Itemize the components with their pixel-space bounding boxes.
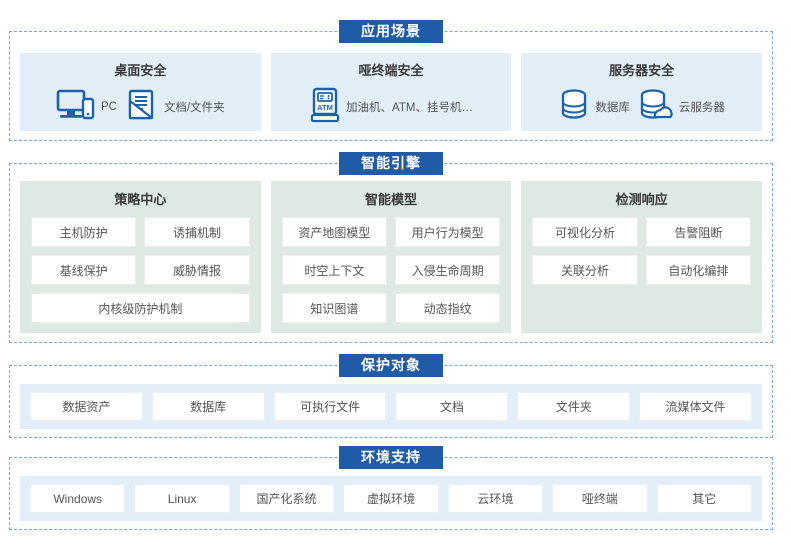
engine-column-title: 检测响应: [615, 192, 668, 207]
engine-chip[interactable]: 主机防护: [31, 217, 137, 247]
section-application-scenarios: 应用场景 桌面安全: [9, 20, 773, 141]
protected-object-chip-row: 数据资产 数据库 可执行文件 文档 文件夹 流媒体文件: [20, 384, 762, 429]
scenario-card-title: 哑终端安全: [358, 63, 424, 78]
section-banner-intelligent-engine: 智能引擎: [339, 152, 443, 175]
environment-chip-row: Windows Linux 国产化系统 虚拟环境 云环境 哑终端 其它: [20, 476, 762, 521]
scenario-item-list: ATM 加油机、ATM、挂号机…: [271, 83, 512, 131]
engine-chip[interactable]: 告警阻断: [645, 217, 751, 247]
section-banner-environment-support: 环境支持: [339, 446, 443, 469]
scenario-item-list: PC 文档/文件: [20, 83, 261, 131]
scenario-card-title: 服务器安全: [609, 63, 675, 78]
scenario-card-desktop-security[interactable]: 桌面安全 PC: [20, 53, 261, 131]
scenario-item-pc[interactable]: PC: [56, 88, 117, 127]
scenario-item-label: 加油机、ATM、挂号机…: [346, 102, 473, 114]
environment-chip[interactable]: 其它: [656, 484, 752, 513]
engine-chip-grid: 可视化分析 告警阻断 关联分析 自动化编排: [532, 217, 751, 285]
database-icon: [558, 88, 590, 127]
scenario-item-label: PC: [100, 101, 117, 113]
scenario-card-row: 桌面安全 PC: [20, 53, 763, 131]
engine-chip[interactable]: 动态指纹: [395, 293, 501, 323]
document-folder-icon: [125, 88, 159, 127]
scenario-item-atm[interactable]: ATM 加油机、ATM、挂号机…: [309, 87, 473, 128]
atm-kiosk-icon: ATM: [309, 87, 341, 128]
scenario-item-cloud-server[interactable]: 云服务器: [638, 88, 725, 127]
environment-chip[interactable]: 哑终端: [552, 484, 648, 513]
environment-chip[interactable]: 云环境: [447, 484, 544, 513]
environment-chip[interactable]: 国产化系统: [238, 484, 335, 513]
engine-chip[interactable]: 知识图谱: [281, 293, 387, 323]
scenario-card-dumb-terminal-security[interactable]: 哑终端安全 ATM: [270, 53, 512, 131]
engine-chip[interactable]: 内核级防护机制: [31, 293, 250, 323]
engine-column-detection-response: 检测响应 可视化分析 告警阻断 关联分析 自动化编排: [521, 181, 763, 333]
scenario-card-server-security[interactable]: 服务器安全 数据库: [521, 53, 763, 131]
protected-object-chip[interactable]: 文件夹: [517, 392, 631, 421]
section-protected-objects: 保护对象 数据资产 数据库 可执行文件 文档 文件夹 流媒体文件: [9, 354, 773, 438]
environment-chip[interactable]: 虚拟环境: [343, 484, 439, 513]
environment-chip[interactable]: Windows: [30, 484, 126, 513]
engine-chip[interactable]: 可视化分析: [532, 217, 638, 247]
section-banner-protected-objects: 保护对象: [339, 354, 443, 377]
engine-chip-grid: 主机防护 诱捕机制 基线保护 威胁情报 内核级防护机制: [31, 217, 250, 323]
engine-chip[interactable]: 自动化编排: [645, 255, 751, 285]
engine-column-title: 智能模型: [365, 192, 418, 207]
scenario-item-list: 数据库 云服务器: [521, 83, 762, 131]
engine-chip[interactable]: 关联分析: [532, 255, 638, 285]
section-banner-application-scenarios: 应用场景: [339, 20, 443, 43]
scenario-card-title: 桌面安全: [114, 63, 167, 78]
protected-object-chip[interactable]: 数据资产: [30, 392, 143, 421]
protected-object-chip[interactable]: 文档: [395, 392, 509, 421]
engine-chip[interactable]: 用户行为模型: [395, 217, 501, 247]
scenario-item-label: 云服务器: [678, 102, 725, 114]
protected-object-chip[interactable]: 数据库: [151, 392, 265, 421]
engine-chip[interactable]: 时空上下文: [281, 255, 387, 285]
scenario-item-database[interactable]: 数据库: [558, 88, 630, 127]
section-environment-support: 环境支持 Windows Linux 国产化系统 虚拟环境 云环境 哑终端 其它: [9, 446, 773, 530]
engine-column-policy-center: 策略中心 主机防护 诱捕机制 基线保护 威胁情报 内核级防护机制: [20, 181, 261, 333]
scenario-item-label: 数据库: [595, 102, 630, 114]
engine-chip[interactable]: 基线保护: [31, 255, 137, 285]
engine-column-intelligent-model: 智能模型 资产地图模型 用户行为模型 时空上下文 入侵生命周期 知识图谱 动态指…: [270, 181, 512, 333]
scenario-item-document-folder[interactable]: 文档/文件夹: [125, 88, 225, 127]
scenario-item-label: 文档/文件夹: [163, 102, 225, 114]
engine-column-title: 策略中心: [114, 192, 167, 207]
monitor-phone-icon: [56, 88, 96, 127]
engine-chip[interactable]: 威胁情报: [144, 255, 250, 285]
engine-chip[interactable]: 入侵生命周期: [395, 255, 501, 285]
engine-chip[interactable]: 资产地图模型: [281, 217, 387, 247]
protected-object-chip[interactable]: 可执行文件: [273, 392, 387, 421]
cloud-server-icon: [638, 88, 674, 127]
engine-chip[interactable]: 诱捕机制: [144, 217, 250, 247]
engine-chip-grid: 资产地图模型 用户行为模型 时空上下文 入侵生命周期 知识图谱 动态指纹: [281, 217, 501, 323]
engine-column-row: 策略中心 主机防护 诱捕机制 基线保护 威胁情报 内核级防护机制 智能模型 资产…: [20, 181, 763, 333]
svg-text:ATM: ATM: [317, 103, 333, 112]
protected-object-chip[interactable]: 流媒体文件: [639, 392, 752, 421]
environment-chip[interactable]: Linux: [134, 484, 230, 513]
section-intelligent-engine: 智能引擎 策略中心 主机防护 诱捕机制 基线保护 威胁情报 内核级防护机制 智能…: [9, 152, 773, 343]
